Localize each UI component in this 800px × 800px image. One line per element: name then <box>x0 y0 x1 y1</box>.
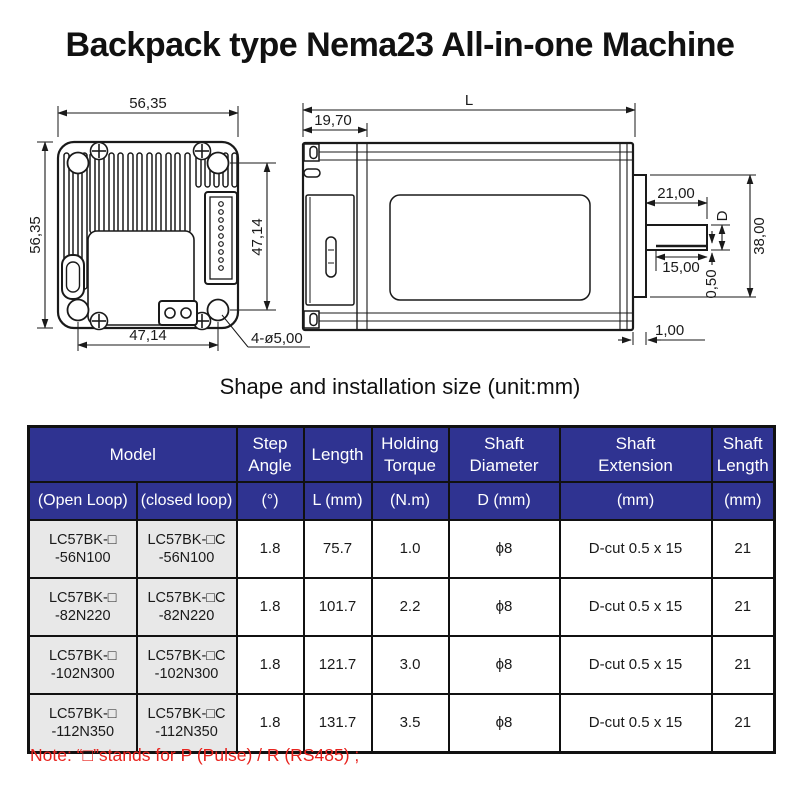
dimension-label-total-length: L <box>465 92 473 109</box>
cell-shaft-diameter: ϕ8 <box>447 693 561 754</box>
table-row: LC57BK-□ -82N220 LC57BK-□C -82N220 1.8 1… <box>27 577 776 637</box>
dimension-label-shaft-diameter: D <box>714 210 731 221</box>
drawings-svg: 56,35 56,35 47,14 47,14 4-ø5,00 <box>27 92 768 351</box>
cell-shaft-extension: D-cut 0.5 x 15 <box>558 693 713 754</box>
cell-shaft-extension: D-cut 0.5 x 15 <box>558 635 713 695</box>
col-header-model: Model <box>27 425 238 483</box>
dimension-label-dcut-length: 15,00 <box>662 259 700 276</box>
dimension-label-dcut-depth: 0,50 <box>703 269 720 298</box>
cell-length: 101.7 <box>302 577 373 637</box>
usb-connector <box>61 254 85 300</box>
cell-holding-torque: 3.0 <box>370 635 450 695</box>
subheader-shaft-length-unit: (mm) <box>710 481 776 521</box>
dimension-label-shaft-length: 21,00 <box>657 185 695 202</box>
col-header-shaft-length: Shaft Length <box>710 425 776 483</box>
mounting-holes <box>66 151 230 322</box>
cell-shaft-extension: D-cut 0.5 x 15 <box>558 519 713 579</box>
table-row: LC57BK-□ -56N100 LC57BK-□C -56N100 1.8 7… <box>27 519 776 579</box>
cell-step-angle: 1.8 <box>235 635 305 695</box>
cell-shaft-diameter: ϕ8 <box>447 519 561 579</box>
cell-closed-loop-model: LC57BK-□C -112N350 <box>135 693 238 754</box>
table-subheader-row: (Open Loop) (closed loop) (°) L (mm) (N.… <box>27 481 776 521</box>
dimension-label-boss-thickness: 1,00 <box>655 322 684 339</box>
table-row: LC57BK-□ -112N350 LC57BK-□C -112N350 1.8… <box>27 693 776 754</box>
signal-connector <box>204 191 238 285</box>
dimension-label-front-height: 56,35 <box>27 216 44 254</box>
drawing-caption: Shape and installation size (unit:mm) <box>219 374 581 399</box>
side-view-drawing: L 19,70 21,00 D 38,00 15,00 0,50 1,00 <box>301 92 768 345</box>
driver-panel <box>305 194 355 306</box>
cell-step-angle: 1.8 <box>235 519 305 579</box>
cell-shaft-length: 21 <box>710 635 776 695</box>
front-view-drawing: 56,35 56,35 47,14 47,14 4-ø5,00 <box>27 95 310 351</box>
cell-shaft-length: 21 <box>710 577 776 637</box>
dimension-label-mounting-holes: 4-ø5,00 <box>251 330 303 347</box>
subheader-torque-unit: (N.m) <box>370 481 450 521</box>
table-row: LC57BK-□ -102N300 LC57BK-□C -102N300 1.8… <box>27 635 776 695</box>
cell-length: 121.7 <box>302 635 373 695</box>
dimension-label-hole-spacing-horizontal: 47,14 <box>129 327 167 344</box>
cell-closed-loop-model: LC57BK-□C -102N300 <box>135 635 238 695</box>
cell-shaft-diameter: ϕ8 <box>447 577 561 637</box>
col-header-length: Length <box>302 425 373 483</box>
subheader-length-unit: L (mm) <box>302 481 373 521</box>
subheader-diameter-unit: D (mm) <box>447 481 561 521</box>
dimension-label-hole-spacing-vertical: 47,14 <box>249 218 266 256</box>
cell-shaft-length: 21 <box>710 693 776 754</box>
mounting-clips <box>303 143 321 329</box>
subheader-step-angle-unit: (°) <box>235 481 305 521</box>
dimension-label-backpack-length: 19,70 <box>314 112 352 129</box>
cell-step-angle: 1.8 <box>235 693 305 754</box>
pilot-boss <box>632 174 647 298</box>
col-header-shaft-extension: Shaft Extension <box>558 425 713 483</box>
cell-open-loop-model: LC57BK-□ -112N350 <box>27 693 138 754</box>
cell-step-angle: 1.8 <box>235 577 305 637</box>
cell-holding-torque: 3.5 <box>370 693 450 754</box>
technical-drawings: 56,35 56,35 47,14 47,14 4-ø5,00 <box>0 85 800 377</box>
subheader-extension-unit: (mm) <box>558 481 713 521</box>
col-header-holding-torque: Holding Torque <box>370 425 450 483</box>
spec-table: Model Step Angle Length Holding Torque S… <box>27 425 776 754</box>
cell-holding-torque: 2.2 <box>370 577 450 637</box>
cell-shaft-extension: D-cut 0.5 x 15 <box>558 577 713 637</box>
footnote: Note: “□”stands for P (Pulse) / R (RS485… <box>30 745 360 765</box>
subheader-closed-loop: (closed loop) <box>135 481 238 521</box>
cell-open-loop-model: LC57BK-□ -82N220 <box>27 577 138 637</box>
cell-open-loop-model: LC57BK-□ -102N300 <box>27 635 138 695</box>
side-view-dimensions <box>302 103 756 345</box>
cell-shaft-length: 21 <box>710 519 776 579</box>
col-header-step-angle: Step Angle <box>235 425 305 483</box>
dimension-label-boss-diameter: 38,00 <box>751 217 768 255</box>
col-header-shaft-diameter: Shaft Diameter <box>447 425 561 483</box>
label-area <box>389 194 591 301</box>
cell-open-loop-model: LC57BK-□ -56N100 <box>27 519 138 579</box>
cell-holding-torque: 1.0 <box>370 519 450 579</box>
cell-length: 75.7 <box>302 519 373 579</box>
table-header-row: Model Step Angle Length Holding Torque S… <box>27 425 776 483</box>
cell-length: 131.7 <box>302 693 373 754</box>
front-view-dimensions <box>37 106 310 351</box>
subheader-open-loop: (Open Loop) <box>27 481 138 521</box>
cell-closed-loop-model: LC57BK-□C -82N220 <box>135 577 238 637</box>
dimension-label-front-width: 56,35 <box>129 95 167 112</box>
cell-closed-loop-model: LC57BK-□C -56N100 <box>135 519 238 579</box>
page-title: Backpack type Nema23 All-in-one Machine <box>65 26 735 64</box>
cell-shaft-diameter: ϕ8 <box>447 635 561 695</box>
power-connector <box>158 300 198 326</box>
